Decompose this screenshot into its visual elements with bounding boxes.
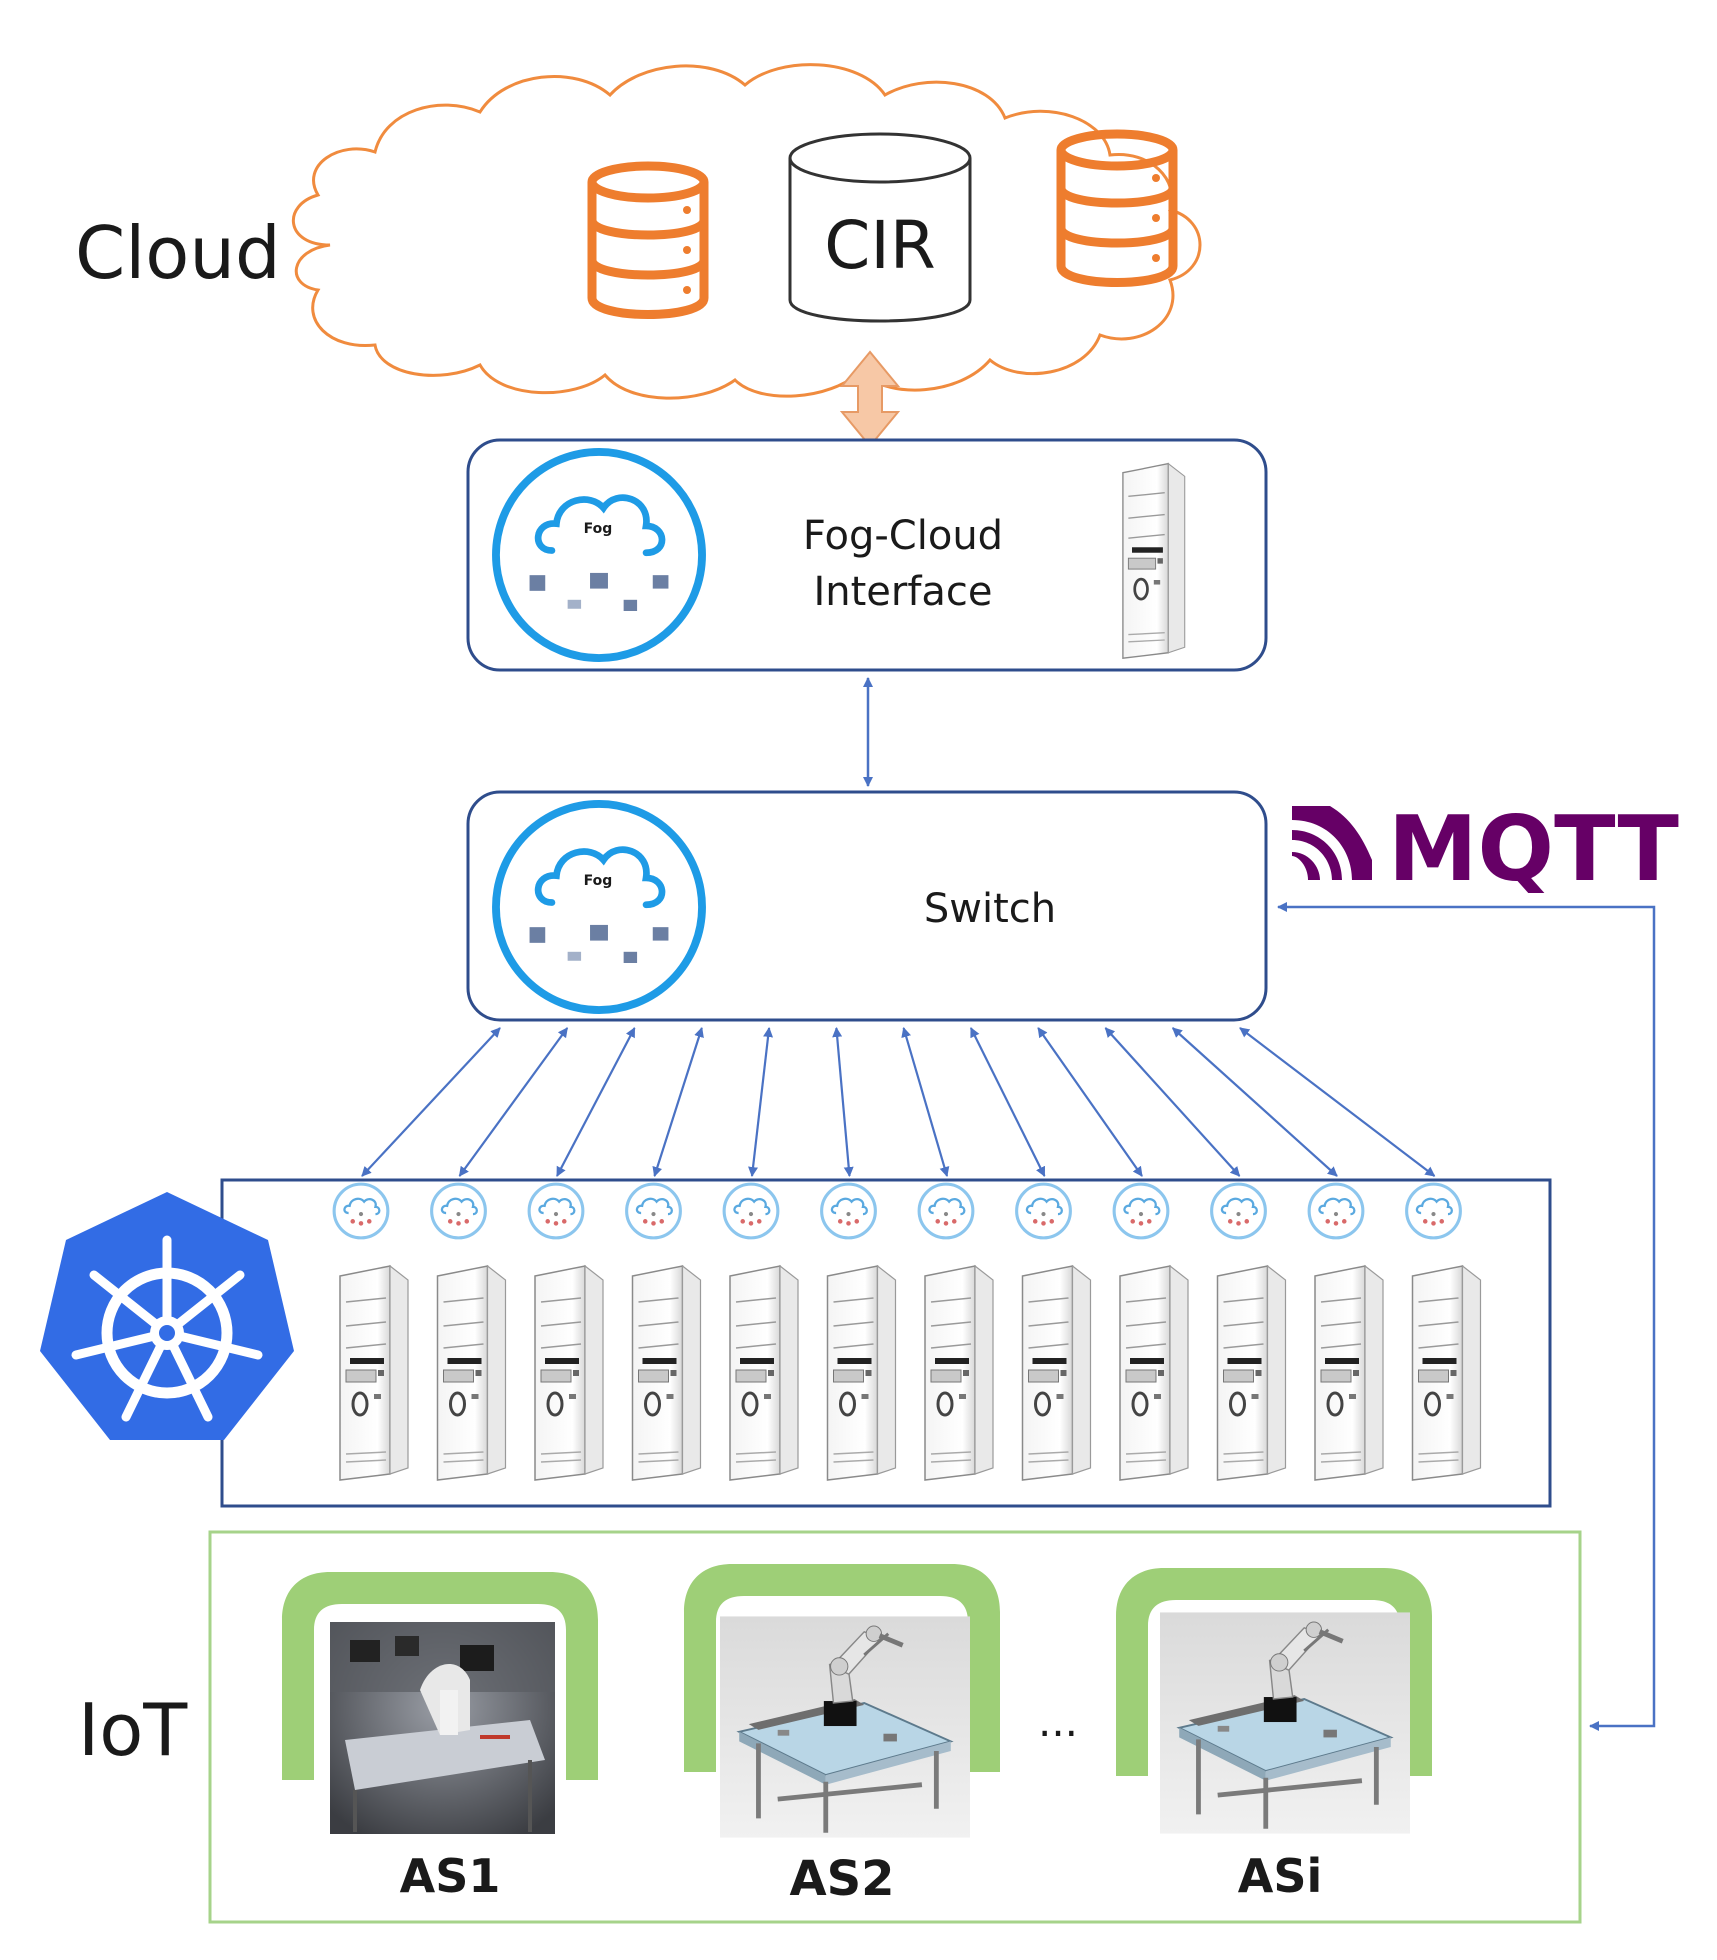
node-fog-badge-icon	[722, 1182, 780, 1240]
cluster-node-server-icon	[728, 1264, 800, 1482]
cluster-node-server-icon	[338, 1264, 410, 1482]
kubernetes-icon	[40, 1192, 294, 1440]
node-fog-badge-icon	[527, 1182, 585, 1240]
fog-logo-icon	[496, 804, 702, 1010]
node-fog-badge-icon	[1307, 1182, 1365, 1240]
cluster-node-server-icon	[630, 1264, 703, 1482]
mqtt-logo: MQTT	[1292, 797, 1679, 902]
node-fog-badge-icon	[1405, 1182, 1462, 1240]
station-label-as1: AS1	[400, 1849, 501, 1903]
mqtt-label: MQTT	[1388, 797, 1679, 902]
station-label-asi: ASi	[1238, 1849, 1323, 1903]
cloud-shape	[292, 63, 1202, 400]
cluster-node-server-icon	[435, 1264, 508, 1482]
node-fog-badge-icon	[820, 1182, 877, 1240]
switch-node-arrow	[361, 1027, 501, 1177]
station-render-asi	[1160, 1612, 1410, 1833]
node-fog-badge-icon	[1210, 1182, 1267, 1240]
station-render-as2	[720, 1616, 970, 1837]
node-fog-badge-icon	[430, 1182, 487, 1240]
cluster-node-server-icon	[1020, 1264, 1093, 1482]
cluster-node-server-icon	[825, 1264, 898, 1482]
switch-node-arrow	[832, 1027, 854, 1177]
node-fog-badge-icon	[917, 1182, 975, 1240]
switch-box: Fog Switch	[466, 790, 1268, 1022]
switch-node-arrow	[458, 1027, 569, 1177]
fog-logo-icon	[496, 452, 702, 658]
fog-cloud-interface-box: Fog Fog-Cloud Interface	[466, 438, 1268, 672]
node-fog-badge-icon	[625, 1182, 682, 1240]
station-label-as2: AS2	[789, 1851, 894, 1907]
mqtt-connector	[1277, 902, 1656, 1731]
cluster-node-server-icon	[1215, 1264, 1288, 1482]
cluster-node-server-icon	[1410, 1264, 1483, 1482]
iot-label: IoT	[78, 1688, 188, 1772]
cloud-layer: Cloud CIR	[75, 63, 1202, 400]
switch-node-arrow	[1171, 1027, 1338, 1177]
switch-node-arrow	[556, 1027, 636, 1177]
iot-layer: IoT AS1 AS2 ... ASi	[78, 1530, 1582, 1924]
switch-label: Switch	[924, 886, 1056, 932]
fog-cloud-interface-line1: Fog-Cloud	[803, 513, 1003, 559]
switch-node-arrow	[652, 1027, 704, 1177]
cluster-node-server-icon	[1118, 1264, 1190, 1482]
station-ellipsis: ...	[1038, 1697, 1078, 1746]
cluster-node-server-icon	[923, 1264, 995, 1482]
cloud-label: Cloud	[75, 211, 281, 295]
cluster-node-server-icon	[533, 1264, 605, 1482]
switch-node-arrow	[901, 1027, 950, 1177]
switch-node-arrow	[969, 1027, 1046, 1177]
switch-node-arrows	[361, 1027, 1436, 1177]
node-fog-badge-icon	[1015, 1182, 1072, 1240]
fog-logo-text: Fog	[584, 521, 613, 537]
node-fog-badge-icon	[1112, 1182, 1170, 1240]
fog-server-icon	[1123, 464, 1185, 659]
switch-fog-logo-text: Fog	[584, 873, 613, 889]
cluster-node-server-icon	[1313, 1264, 1385, 1482]
mqtt-signal-icon	[1292, 806, 1372, 880]
switch-node-arrow	[1239, 1027, 1436, 1177]
fog-cloud-interface-line2: Interface	[813, 569, 992, 615]
cir-database-icon	[788, 132, 972, 323]
node-fog-badge-icon	[332, 1182, 390, 1240]
cir-label: CIR	[824, 207, 935, 284]
station-photo-as1	[330, 1622, 555, 1834]
switch-node-arrow	[748, 1027, 774, 1177]
